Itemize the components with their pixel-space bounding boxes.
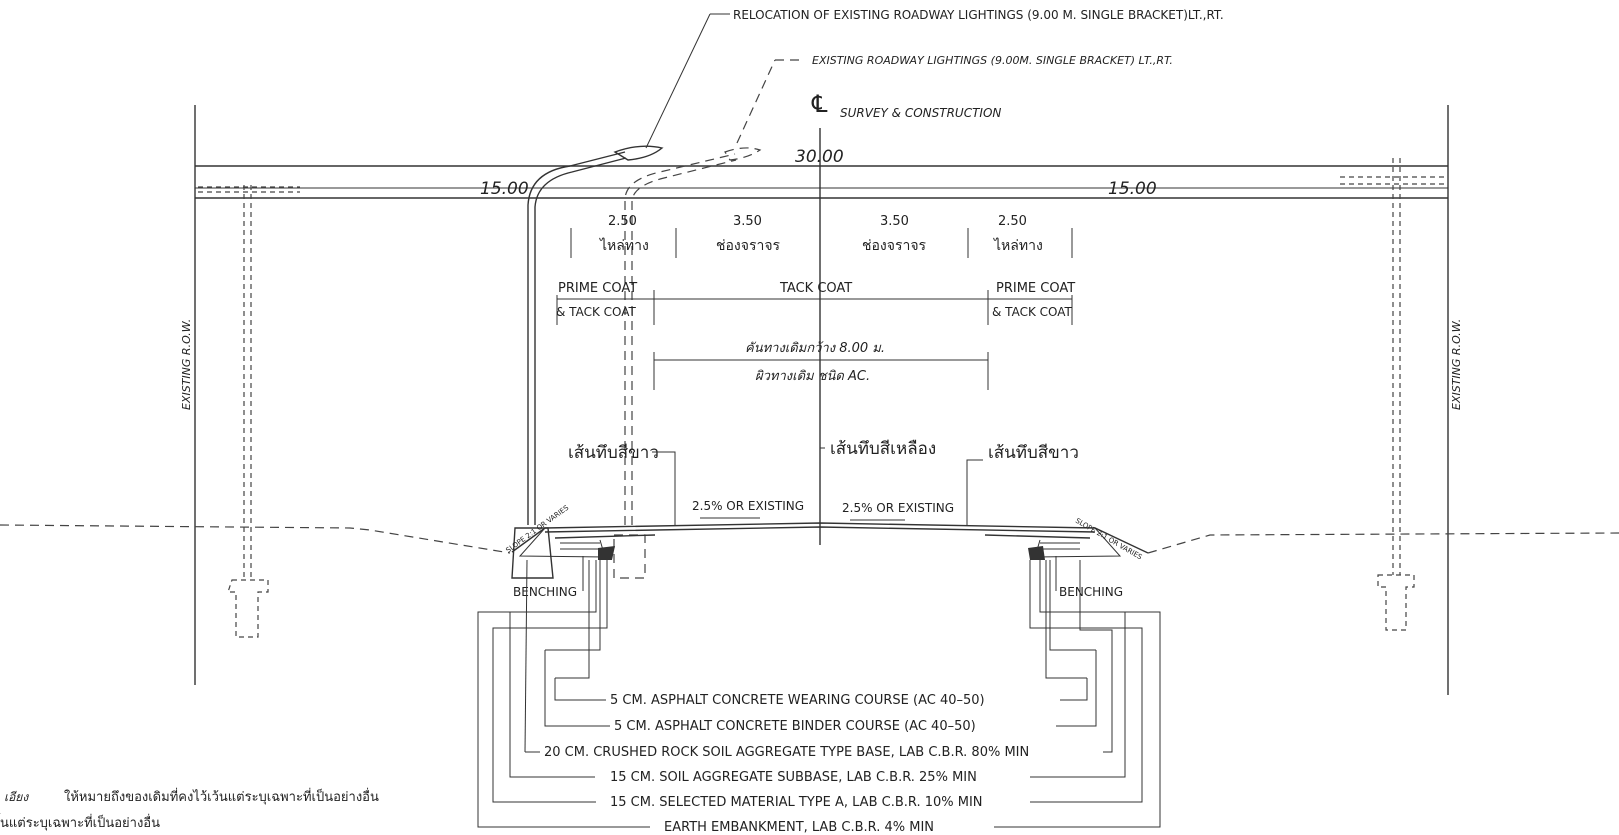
lane-dimension-ticks xyxy=(570,228,1073,258)
layer-base: 20 CM. CRUSHED ROCK SOIL AGGREGATE TYPE … xyxy=(544,745,1029,760)
coat-right-2: & TACK COAT xyxy=(992,305,1073,319)
benching-leaders xyxy=(582,556,1057,591)
layer-binder-course: 5 CM. ASPHALT CONCRETE BINDER COURSE (AC… xyxy=(614,719,976,734)
dimension-left-half: 15.00 xyxy=(480,179,529,199)
relocation-leader xyxy=(645,13,711,149)
layer-selected-material: 15 CM. SELECTED MATERIAL TYPE A, LAB C.B… xyxy=(610,795,983,810)
note-prefix: เอียง xyxy=(4,790,29,804)
coat-center: TACK COAT xyxy=(779,281,852,296)
crossfall-arrows xyxy=(700,517,905,521)
lane-1-label: ไหล่ทาง xyxy=(599,237,649,254)
layer-earth-embankment: EARTH EMBANKMENT, LAB C.B.R. 4% MIN xyxy=(664,820,934,835)
relocated-lighting-pole xyxy=(511,145,664,579)
existing-road-limits xyxy=(653,352,989,390)
existing-lighting-pole xyxy=(613,147,762,579)
lane-1-width: 2.50 xyxy=(608,214,637,229)
existing-road-width-note: คันทางเดิมกว้าง 8.00 ม. xyxy=(745,341,885,356)
marking-leaders xyxy=(652,447,983,525)
benching-right: BENCHING xyxy=(1059,585,1123,599)
lane-2-width: 3.50 xyxy=(733,214,762,229)
slope-right: SLOPE 2:1 OR VARIES xyxy=(1074,517,1144,562)
coat-right-1: PRIME COAT xyxy=(996,281,1075,296)
existing-lighting-leader xyxy=(736,59,776,144)
marking-left-white: เส้นทึบสีขาว xyxy=(568,443,659,463)
lane-4-label: ไหล่ทาง xyxy=(993,237,1043,254)
existing-row-poles xyxy=(198,158,1448,638)
lane-4-width: 2.50 xyxy=(998,214,1027,229)
existing-road-surface-note: ผิวทางเดิม ชนิด AC. xyxy=(755,369,870,384)
lane-3-label: ช่องจราจร xyxy=(862,238,927,254)
overall-dimension-lines xyxy=(195,165,1448,199)
coat-left-1: PRIME COAT xyxy=(558,281,637,296)
crossfall-right: 2.5% OR EXISTING xyxy=(842,501,954,515)
lane-2-label: ช่องจราจร xyxy=(716,238,781,254)
layer-subbase: 15 CM. SOIL AGGREGATE SUBBASE, LAB C.B.R… xyxy=(610,770,977,785)
note-line-1: ให้หมายถึงของเดิมที่คงไว้เว้นแต่ระบุเฉพา… xyxy=(64,787,379,805)
lane-3-width: 3.50 xyxy=(880,214,909,229)
marking-right-white: เส้นทึบสีขาว xyxy=(988,443,1079,463)
callout-relocation-lighting: RELOCATION OF EXISTING ROADWAY LIGHTINGS… xyxy=(733,8,1224,22)
benching-left: BENCHING xyxy=(513,585,577,599)
existing-ground-line xyxy=(0,524,1619,554)
coat-limit-lines xyxy=(556,290,1073,325)
row-label-right: EXISTING R.O.W. xyxy=(1450,319,1463,410)
centerline-label: SURVEY & CONSTRUCTION xyxy=(840,106,1001,120)
layer-wearing-course: 5 CM. ASPHALT CONCRETE WEARING COURSE (A… xyxy=(610,693,985,708)
crossfall-left: 2.5% OR EXISTING xyxy=(692,499,804,513)
dimension-right-half: 15.00 xyxy=(1108,179,1157,199)
row-boundary-lines xyxy=(194,105,1449,695)
marking-center-yellow: เส้นทึบสีเหลือง xyxy=(830,439,936,459)
coat-left-2: & TACK COAT xyxy=(556,305,637,319)
layer-leader-brackets xyxy=(477,559,1161,828)
centerline-symbol: ℄ xyxy=(811,90,828,118)
callout-existing-lighting: EXISTING ROADWAY LIGHTINGS (9.00M. SINGL… xyxy=(812,54,1173,67)
note-line-2: ้นแต่ระบุเฉพาะที่เป็นอย่างอื่น xyxy=(0,813,160,831)
pavement-structure xyxy=(511,522,1149,560)
row-label-left: EXISTING R.O.W. xyxy=(180,319,193,410)
